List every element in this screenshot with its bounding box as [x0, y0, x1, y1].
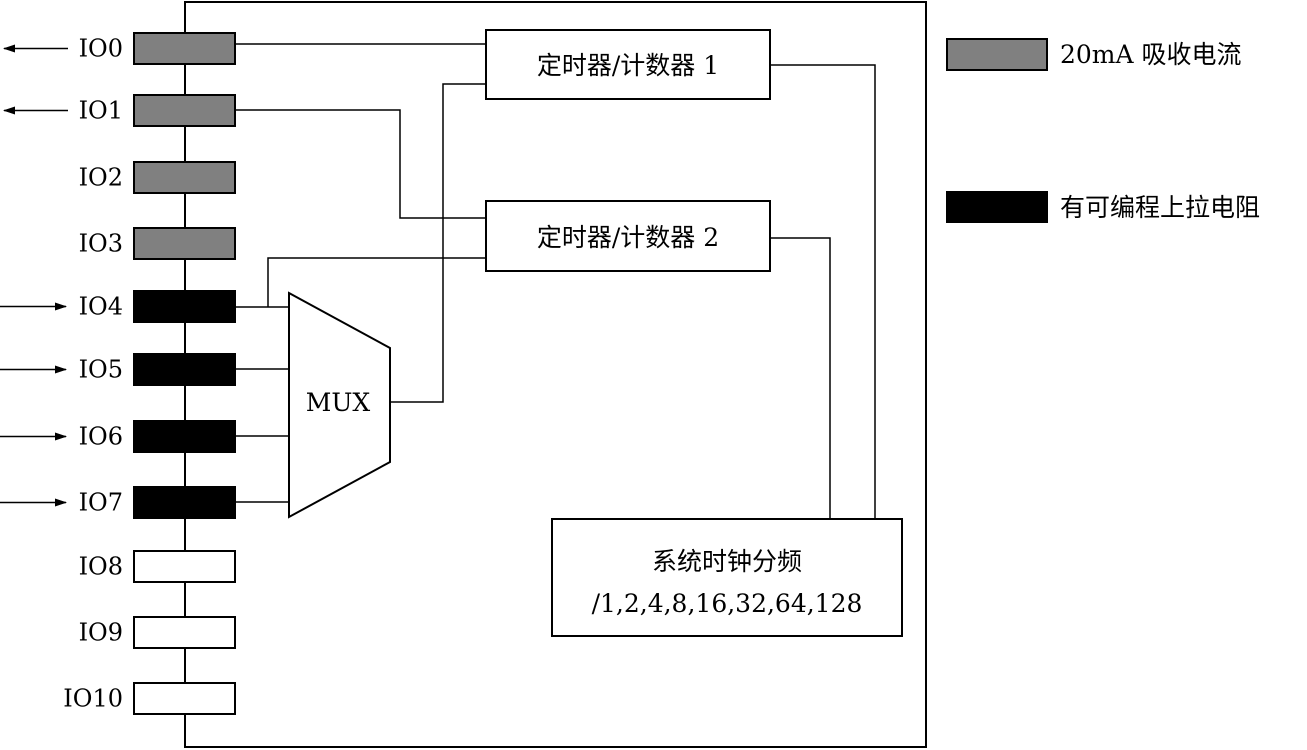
legend-pullup-label: 有可编程上拉电阻 [1060, 193, 1260, 222]
pin-box-io5 [133, 353, 236, 386]
mux-label: MUX [306, 388, 371, 417]
pin-box-io7 [133, 486, 236, 519]
legend: 20mA 吸收电流 有可编程上拉电阻 [946, 38, 1260, 223]
pin-label-io3: IO3 [79, 230, 123, 258]
timer2-label: 定时器/计数器 2 [537, 223, 719, 252]
pin-label-io7: IO7 [79, 489, 123, 517]
pin-box-io0 [133, 32, 236, 65]
clock-divider-label: 系统时钟分频 [652, 547, 802, 576]
timer2-block: 定时器/计数器 2 [485, 200, 771, 272]
wire-io1-timer2 [236, 109, 486, 219]
pin-label-io6: IO6 [79, 423, 123, 451]
wire-io4-timer2 [267, 257, 486, 307]
pin-label-io5: IO5 [79, 356, 123, 384]
pin-label-io8: IO8 [79, 553, 123, 581]
timer1-block: 定时器/计数器 1 [485, 29, 771, 100]
connection-wires [236, 43, 876, 519]
pin-label-io0: IO0 [79, 35, 123, 63]
wire-timer1-clock [770, 64, 876, 519]
pin-box-io6 [133, 420, 236, 453]
legend-pullup-swatch [946, 191, 1048, 223]
pin-box-io1 [133, 94, 236, 127]
legend-sink-label: 20mA 吸收电流 [1060, 40, 1242, 69]
pin-box-io3 [133, 227, 236, 260]
pin-label-io10: IO10 [63, 685, 123, 713]
clock-divider-block: 系统时钟分频 /1,2,4,8,16,32,64,128 [551, 518, 903, 637]
pin-label-io2: IO2 [79, 164, 123, 192]
clock-divider-ratios: /1,2,4,8,16,32,64,128 [592, 589, 863, 618]
pin-label-io4: IO4 [79, 293, 123, 321]
pin-box-io10 [133, 682, 236, 715]
wire-timer2-clock [770, 237, 831, 519]
pin-box-io4 [133, 290, 236, 323]
legend-sink-swatch [946, 38, 1048, 71]
pin-box-io9 [133, 616, 236, 649]
pin-label-io9: IO9 [79, 619, 123, 647]
mux-block: MUX [288, 291, 391, 519]
pin-box-io2 [133, 161, 236, 194]
timer1-label: 定时器/计数器 1 [537, 51, 719, 80]
pin-label-io1: IO1 [79, 97, 123, 125]
wire-mux-timer1 [390, 83, 486, 403]
pin-box-io8 [133, 550, 236, 583]
